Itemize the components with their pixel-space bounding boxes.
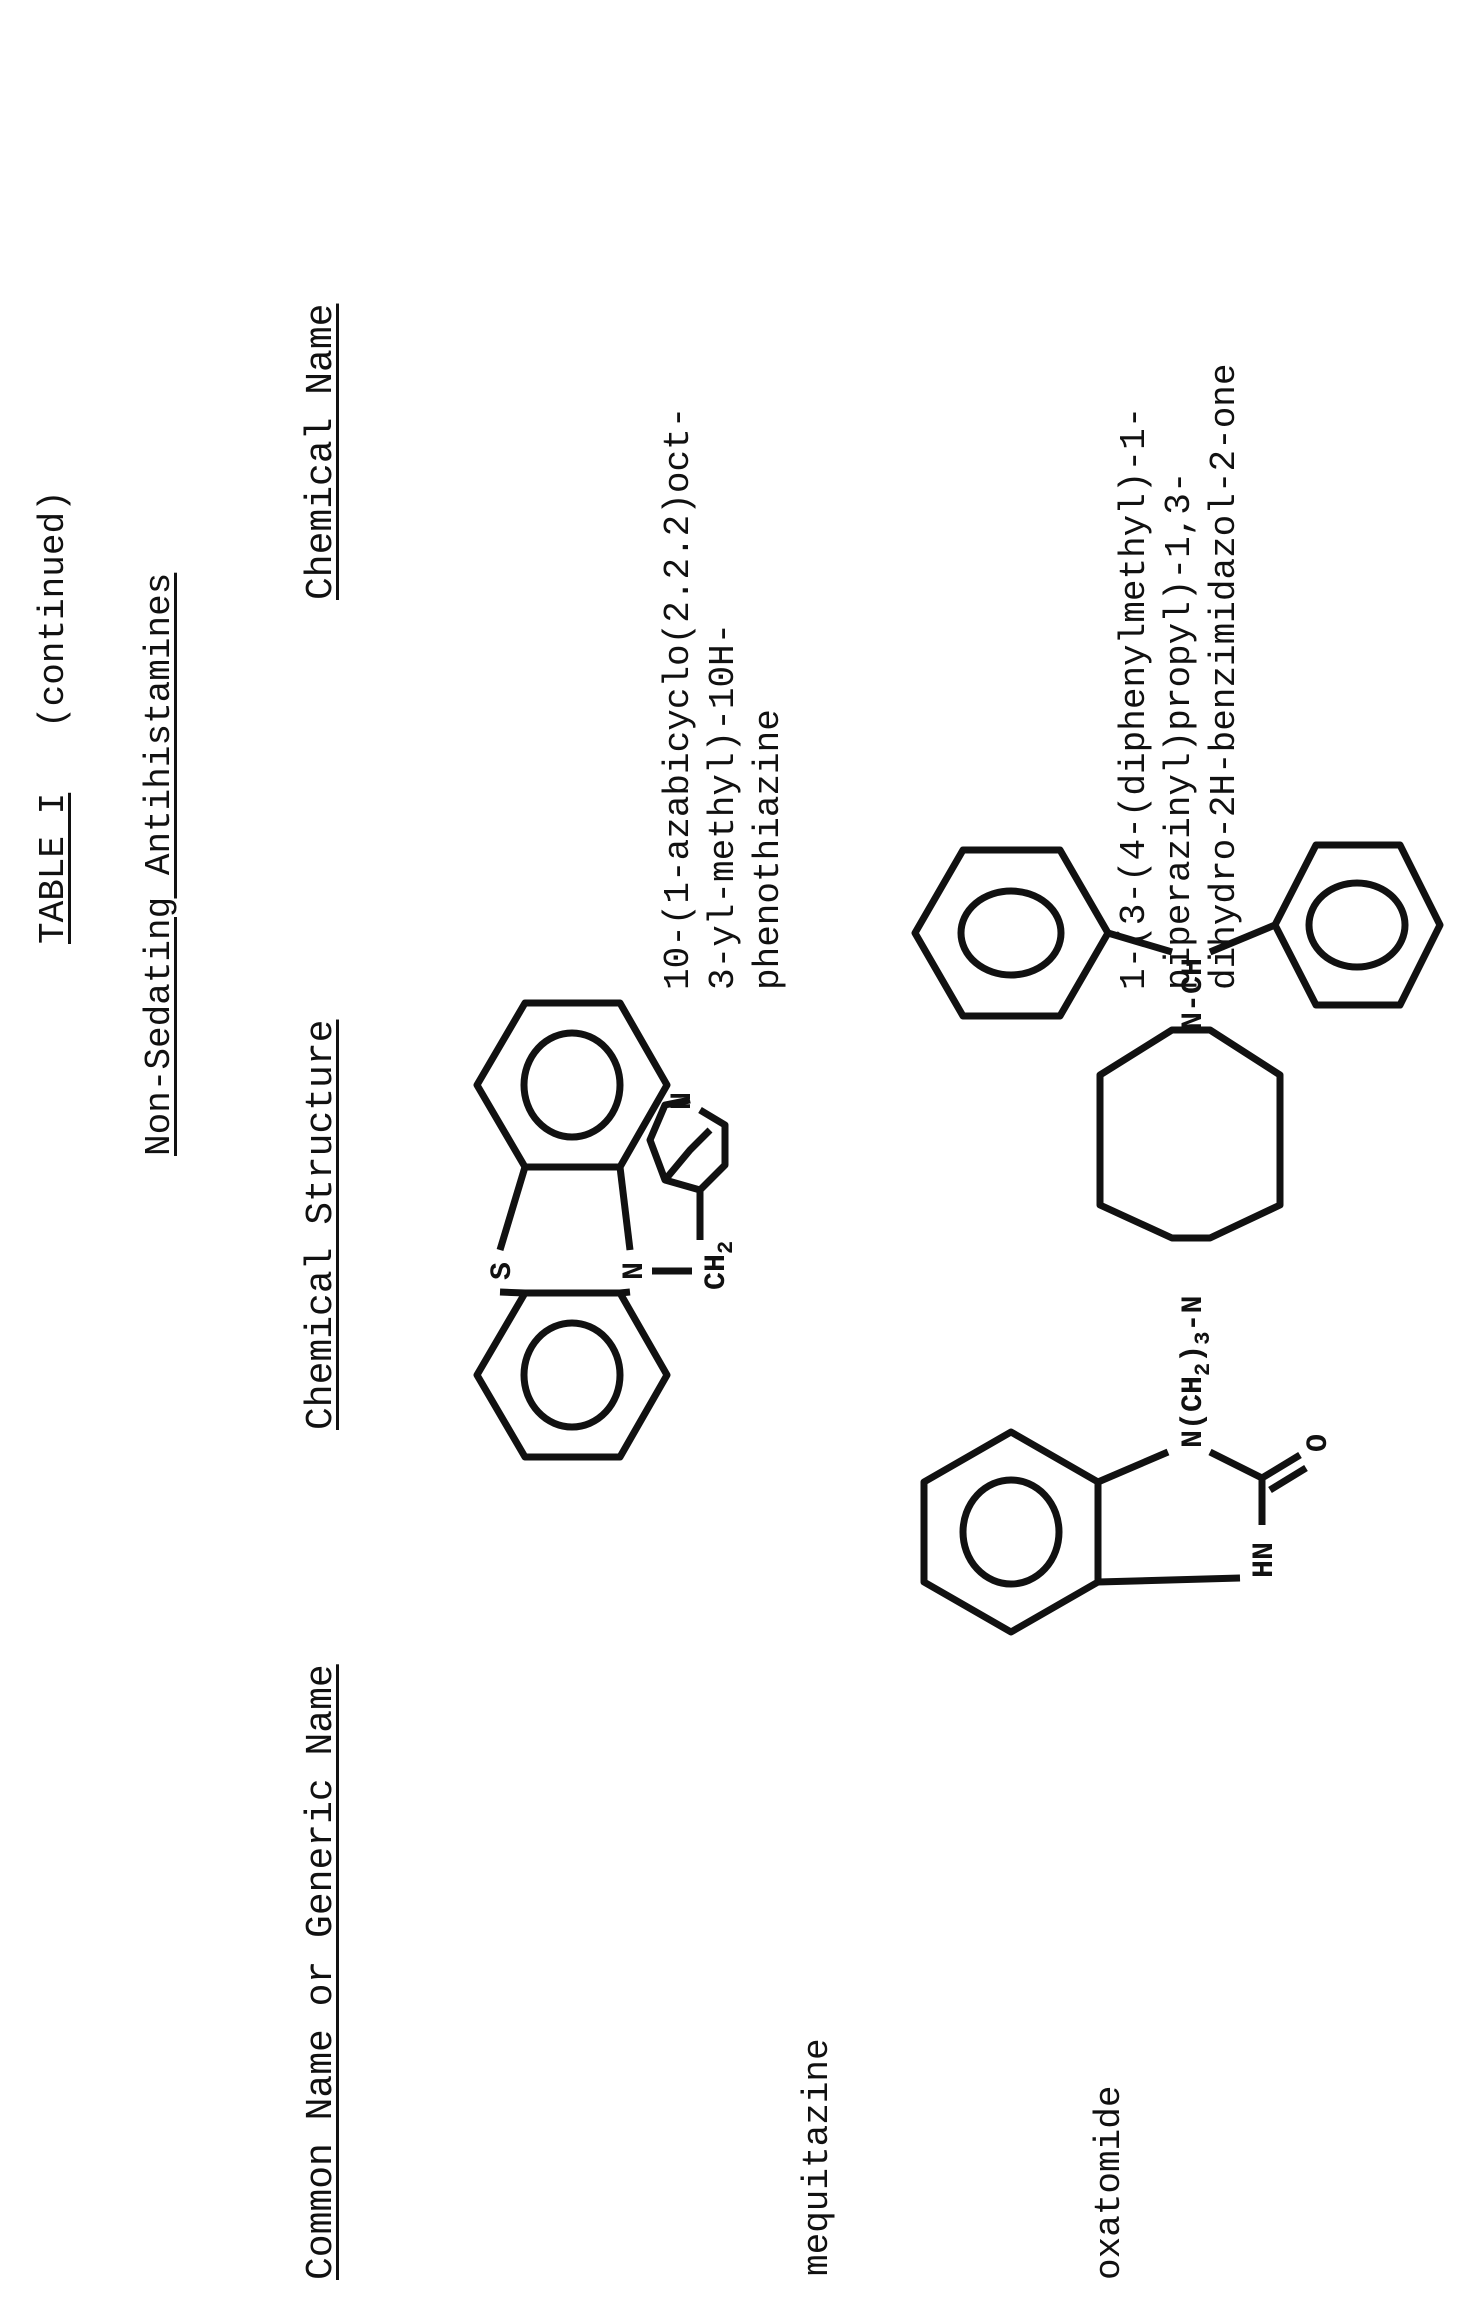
chemical-name-mequitazine: 10-(1-azabicyclo(2.2.2)oct- 3-yl-methyl)… [656, 407, 791, 990]
chemical-name-line: phenothiazine [746, 407, 791, 990]
header-chemical-structure: Chemical Structure [302, 1020, 342, 1430]
header-chemical-name: Chemical Name [302, 304, 342, 600]
common-name-oxatomide: oxatomide [1090, 2086, 1130, 2280]
chemical-name-line: 3-yl-methyl)-10H- [701, 407, 746, 990]
chemical-name-oxatomide: 1-(3-(4-(diphenylmethyl)-1- piperazinyl)… [1112, 363, 1247, 990]
table-title-suffix: (continued) [33, 490, 74, 728]
chemical-name-line: 10-(1-azabicyclo(2.2.2)oct- [656, 407, 701, 990]
chemical-name-line: piperazinyl)propyl)-1,3- [1157, 363, 1202, 990]
table-title: TABLE I (continued) [34, 490, 74, 944]
table-title-label: TABLE I [33, 793, 74, 944]
chemical-name-line: 1-(3-(4-(diphenylmethyl)-1- [1112, 363, 1157, 990]
header-common-name: Common Name or Generic Name [302, 1664, 342, 2280]
common-name-mequitazine: mequitazine [798, 2038, 838, 2276]
chemical-name-line: dihydro-2H-benzimidazol-2-one [1202, 363, 1247, 990]
table-subtitle: Non-Sedating Antihistamines [140, 573, 180, 1156]
